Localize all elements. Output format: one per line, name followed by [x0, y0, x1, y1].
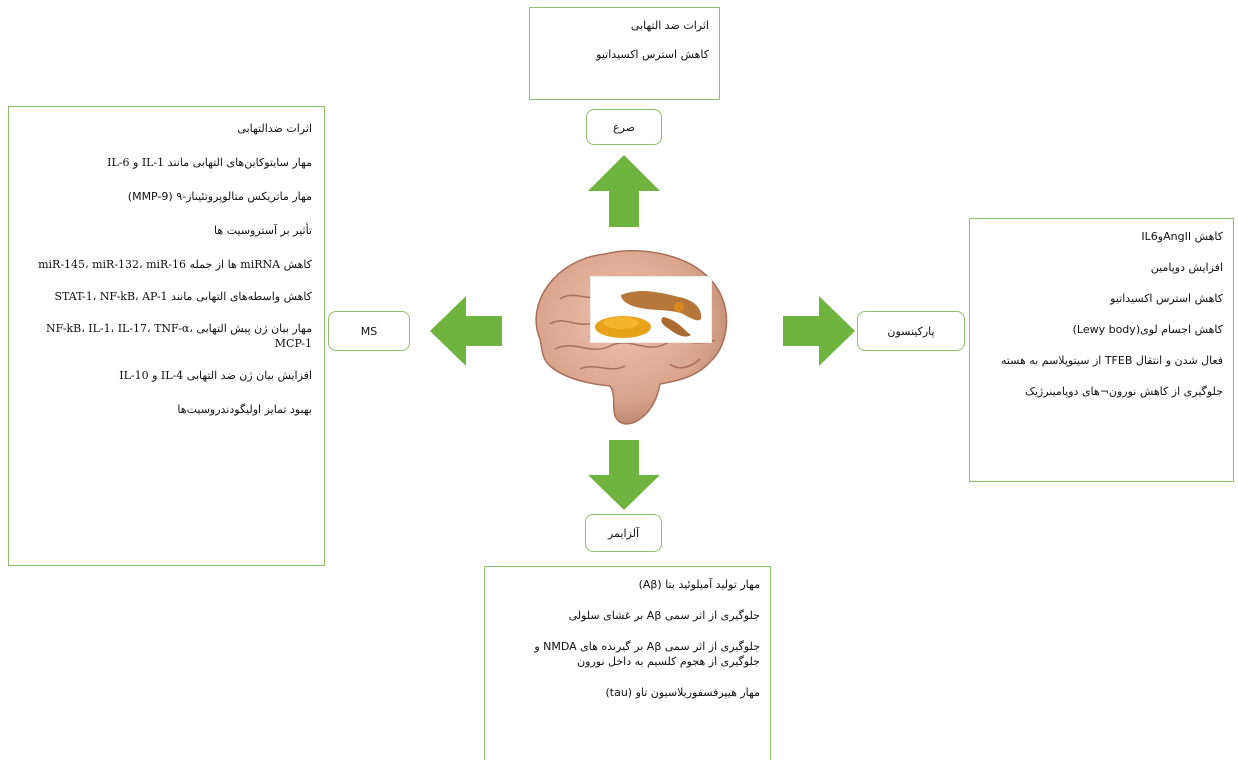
ms-effect-item: کاهش واسطه‌های التهابی مانند STAT-1، NF-…: [54, 290, 312, 303]
epilepsy-label: صرع: [586, 109, 662, 145]
ms-effects-box: اثرات ضدالتهابی مهار سایتوکاین‌های التها…: [8, 106, 325, 566]
parkinson-effect-item: کاهش AngIIوIL6: [1141, 230, 1223, 243]
alzheimer-effect-item: جلوگیری از اثر سمی Aβ بر گیرنده های NMDA…: [534, 640, 760, 668]
ms-effect-item: مهار ماتریکس متالوپروتئیناز-۹ (MMP-9): [127, 190, 312, 203]
arrow-left-icon: [430, 296, 502, 366]
alzheimer-label: آلزایمر: [585, 514, 662, 552]
parkinson-effect-item: کاهش استرس اکسیداتیو: [1110, 292, 1223, 305]
alzheimer-effect-item: جلوگیری از اثر سمی Aβ بر غشای سلولی: [568, 609, 760, 622]
ms-label: MS: [328, 311, 410, 351]
arrow-right-icon: [783, 296, 855, 366]
epilepsy-effects-box: اثرات ضد التهابی کاهش استرس اکسیداتیو: [529, 7, 720, 100]
parkinson-effect-item: جلوگیری از کاهش نورون¬های دوپامینرژیک: [1025, 385, 1223, 398]
ms-effect-item: بهبود تمایز اولیگودندروسیت‌ها: [177, 403, 312, 416]
alzheimer-effect-item: مهار هیپرفسفوریلاسیون تاو (tau): [605, 686, 760, 699]
ms-effect-item: مهار سایتوکاین‌های التهابی مانند IL-1 و …: [107, 156, 312, 169]
parkinson-label: پارکینسون: [857, 311, 965, 351]
parkinson-effects-box: کاهش AngIIوIL6 افزایش دوپامین کاهش استرس…: [969, 218, 1234, 482]
alzheimer-effects-box: مهار تولید آمیلوئید بتا (Aβ) جلوگیری از …: [484, 566, 771, 760]
ms-effect-item: مهار بیان ژن پیش التهابی NF-kB، IL-1، IL…: [46, 322, 312, 350]
parkinson-effect-item: فعال شدن و انتقال TFEB از سیتوپلاسم به ه…: [1000, 354, 1223, 367]
turmeric-image: [590, 276, 712, 343]
epilepsy-effect-item: کاهش استرس اکسیداتیو: [596, 48, 709, 61]
epilepsy-effect-item: اثرات ضد التهابی: [630, 19, 709, 32]
parkinson-effect-item: افزایش دوپامین: [1150, 261, 1223, 274]
ms-effect-item: افزایش بیان ژن ضد التهابی IL-4 و IL-10: [119, 369, 312, 382]
alzheimer-effect-item: مهار تولید آمیلوئید بتا (Aβ): [638, 578, 760, 591]
parkinson-effect-item: کاهش اجسام لوی(Lewy body): [1072, 323, 1223, 336]
arrow-up-icon: [588, 155, 660, 227]
ms-effect-item: تأثیر بر آستروسیت ها: [214, 224, 312, 237]
arrow-down-icon: [588, 440, 660, 510]
ms-effect-item: اثرات ضدالتهابی: [237, 122, 312, 135]
ms-effect-item: کاهش miRNA ها از جمله miR-145، miR-132، …: [38, 258, 312, 271]
